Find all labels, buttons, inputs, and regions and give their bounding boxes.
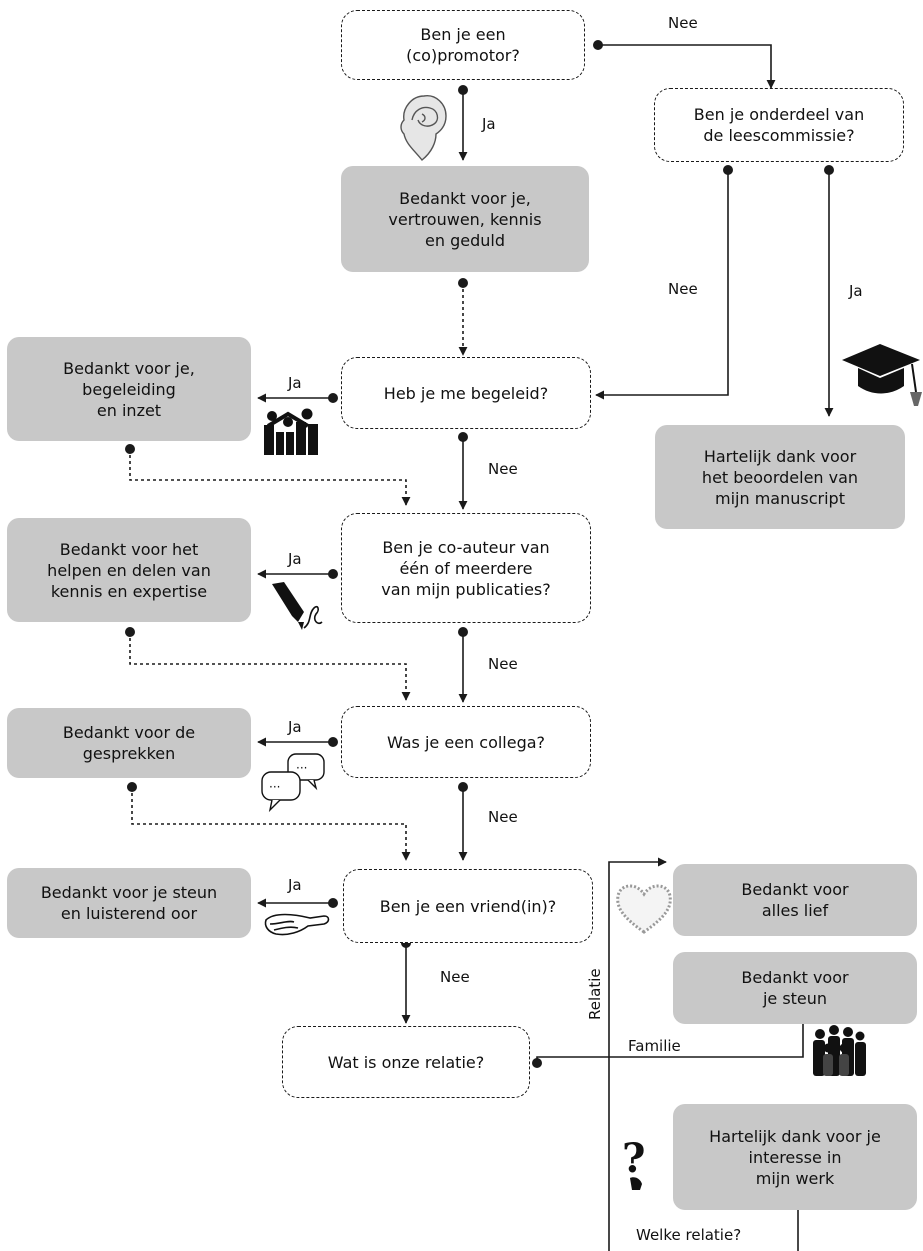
connector-promotor-nee: [598, 44, 776, 89]
label-nee-begeleid: Nee: [488, 460, 518, 478]
connector-dot: [328, 393, 338, 403]
connector-dot: [458, 432, 468, 442]
connector-dot: [458, 782, 468, 792]
label-ja-promotor: Ja: [482, 115, 496, 133]
connector-dot: [824, 165, 834, 175]
svg-text:?: ?: [622, 1135, 645, 1182]
graduation-cap-icon: [842, 344, 922, 406]
question-relatie: Wat is onze relatie?: [282, 1026, 530, 1098]
answer-gesprekken: Bedankt voor de gesprekken: [7, 708, 251, 778]
label-ja-leescommissie: Ja: [849, 282, 863, 300]
question-leescommissie: Ben je onderdeel van de leescommissie?: [654, 88, 904, 162]
question-coauteur: Ben je co-auteur van één of meerdere van…: [341, 513, 591, 623]
connector-dot: [328, 898, 338, 908]
label-ja-collega: Ja: [288, 718, 302, 736]
connector-dot: [328, 569, 338, 579]
question-vriend: Ben je een vriend(in)?: [343, 869, 593, 943]
heart-icon: [616, 884, 672, 934]
question-promotor: Ben je een (co)promotor?: [341, 10, 585, 80]
label-ja-vriend: Ja: [288, 876, 302, 894]
answer-alles-lief: Bedankt voor alles lief: [673, 864, 917, 936]
connector-dot: [127, 782, 137, 792]
answer-begeleiding: Bedankt voor je, begeleiding en inzet: [7, 337, 251, 441]
family-icon: [813, 1025, 866, 1076]
connector-begeleiding-coauteur: [129, 449, 411, 506]
label-nee-promotor: Nee: [668, 14, 698, 32]
hug-arms-icon: [264, 913, 330, 936]
answer-steun-oor: Bedankt voor je steun en luisterend oor: [7, 868, 251, 938]
label-relatie: Relatie: [586, 968, 604, 1020]
label-nee-collega: Nee: [488, 808, 518, 826]
svg-text:···: ···: [269, 780, 280, 794]
label-ja-begeleid: Ja: [288, 374, 302, 392]
label-nee-coauteur: Nee: [488, 655, 518, 673]
svg-text:···: ···: [296, 761, 307, 775]
label-nee-vriend: Nee: [440, 968, 470, 986]
label-ja-coauteur: Ja: [288, 550, 302, 568]
connector-dot: [458, 627, 468, 637]
connector-relatie-relatie: [608, 857, 667, 1251]
question-head-icon: ?: [622, 1135, 645, 1190]
connector-expertise-collega: [129, 632, 411, 701]
answer-steun: Bedankt voor je steun: [673, 952, 917, 1024]
connector-leescommissie-nee: [595, 170, 729, 400]
connector-dot: [458, 278, 468, 288]
brain-head-icon: [400, 95, 447, 161]
answer-expertise: Bedankt voor het helpen en delen van ken…: [7, 518, 251, 622]
connector-dot: [532, 1058, 542, 1068]
answer-vertrouwen: Bedankt voor je, vertrouwen, kennis en g…: [341, 166, 589, 272]
connector-dot: [593, 40, 603, 50]
connector-dot: [723, 165, 733, 175]
speech-bubbles-icon: ··· ···: [261, 753, 325, 813]
label-familie: Familie: [628, 1037, 681, 1055]
connector-dot: [458, 85, 468, 95]
answer-beoordelen: Hartelijk dank voor het beoordelen van m…: [655, 425, 905, 529]
connector-dot: [125, 627, 135, 637]
fountain-pen-icon: [272, 582, 323, 630]
connector-dot: [125, 444, 135, 454]
label-welke-relatie: Welke relatie?: [636, 1226, 742, 1244]
connector-dot: [328, 737, 338, 747]
connector-gesprekken-vriend: [131, 787, 411, 861]
question-begeleid: Heb je me begeleid?: [341, 357, 591, 429]
label-nee-leescommissie: Nee: [668, 280, 698, 298]
group-people-icon: [264, 408, 318, 455]
question-collega: Was je een collega?: [341, 706, 591, 778]
answer-interesse: Hartelijk dank voor je interesse in mijn…: [673, 1104, 917, 1210]
